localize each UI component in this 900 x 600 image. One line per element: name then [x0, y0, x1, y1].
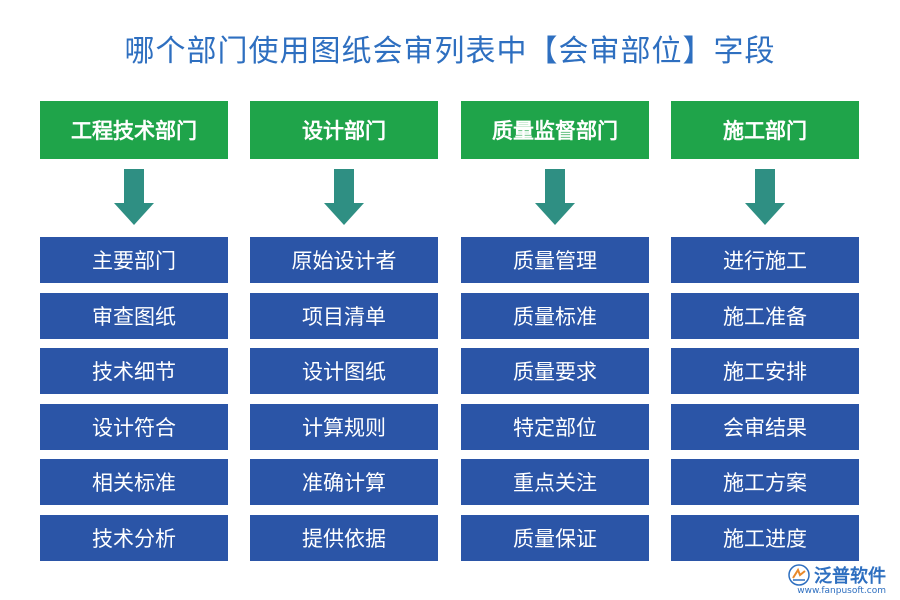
- list-item: 设计图纸: [250, 348, 438, 394]
- list-item: 设计符合: [40, 403, 228, 450]
- list-item: 质量要求: [461, 348, 649, 394]
- down-arrow-icon: [461, 159, 649, 237]
- column-header: 施工部门: [671, 101, 859, 159]
- list-item: 施工进度: [671, 514, 859, 561]
- list-item: 原始设计者: [250, 237, 438, 283]
- column-header: 工程技术部门: [40, 101, 228, 159]
- down-arrow-icon: [40, 159, 228, 237]
- brand-watermark: 泛普软件 www.fanpusoft.com: [788, 562, 886, 596]
- column-engineering: 工程技术部门 主要部门 审查图纸 技术细节 设计符合 相关标准 技术分析: [40, 101, 228, 570]
- list-item: 项目清单: [250, 292, 438, 339]
- column-construction: 施工部门 进行施工 施工准备 施工安排 会审结果 施工方案 施工进度: [671, 101, 859, 570]
- list-item: 特定部位: [461, 403, 649, 450]
- column-header: 设计部门: [250, 101, 438, 159]
- list-item: 施工安排: [671, 348, 859, 394]
- column-quality: 质量监督部门 质量管理 质量标准 质量要求 特定部位 重点关注 质量保证: [461, 101, 649, 570]
- list-item: 进行施工: [671, 237, 859, 283]
- list-item: 计算规则: [250, 403, 438, 450]
- page-title: 哪个部门使用图纸会审列表中【会审部位】字段: [124, 34, 776, 69]
- list-item: 技术分析: [40, 514, 228, 561]
- list-item: 质量标准: [461, 292, 649, 339]
- list-item: 准确计算: [250, 459, 438, 505]
- list-item: 提供依据: [250, 514, 438, 561]
- column-design: 设计部门 原始设计者 项目清单 设计图纸 计算规则 准确计算 提供依据: [250, 101, 438, 570]
- down-arrow-icon: [250, 159, 438, 237]
- list-item: 质量保证: [461, 514, 649, 561]
- list-item: 施工准备: [671, 292, 859, 339]
- column-header: 质量监督部门: [461, 101, 649, 159]
- list-item: 施工方案: [671, 459, 859, 505]
- brand-url: www.fanpusoft.com: [797, 586, 886, 596]
- list-item: 质量管理: [461, 237, 649, 283]
- list-item: 审查图纸: [40, 292, 228, 339]
- down-arrow-icon: [671, 159, 859, 237]
- list-item: 会审结果: [671, 403, 859, 450]
- list-item: 技术细节: [40, 348, 228, 394]
- list-item: 相关标准: [40, 459, 228, 505]
- list-item: 重点关注: [461, 459, 649, 505]
- brand-name: 泛普软件: [814, 566, 886, 587]
- fanpu-logo-icon: [788, 564, 810, 586]
- list-item: 主要部门: [40, 237, 228, 283]
